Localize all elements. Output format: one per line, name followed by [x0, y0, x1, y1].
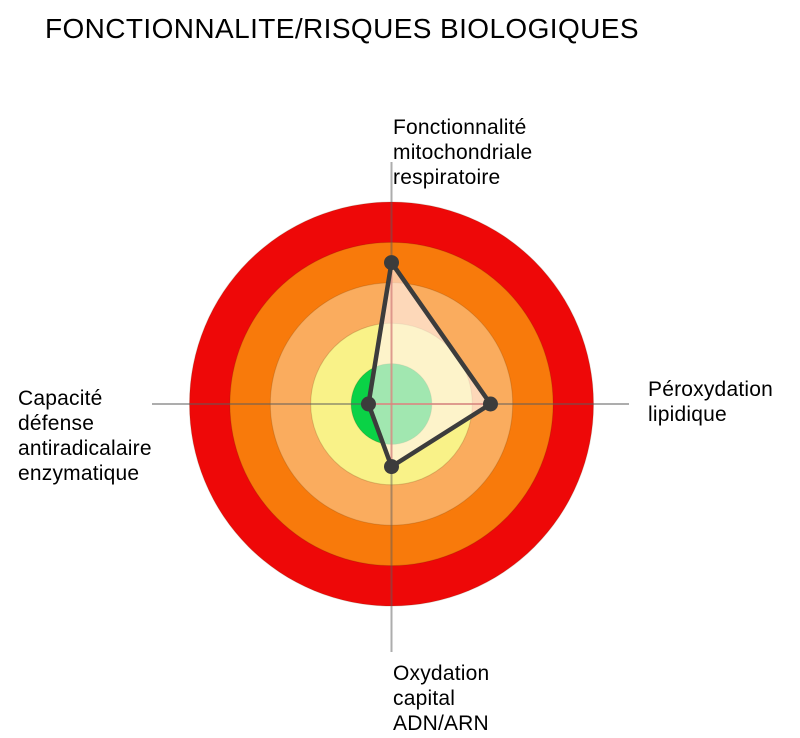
data-point-marker-3 [360, 396, 376, 412]
axis-label-dna-rna-oxidation: Oxydation capital ADN/ARN [393, 662, 490, 735]
axis-label-antiradical-defense: Capacité défense antiradicalaire enzymat… [18, 387, 152, 485]
axis-label-lipid-peroxidation: Péroxydation lipidique [648, 378, 773, 426]
data-point-marker-1 [482, 396, 498, 412]
data-polygon-fill [368, 262, 491, 467]
chart-title: FONCTIONNALITE/RISQUES BIOLOGIQUES [45, 13, 639, 44]
axis-label-mitochondrial-functionality: Fonctionnalité mitochondriale respiratoi… [393, 116, 533, 189]
data-point-marker-2 [384, 459, 399, 475]
data-point-marker-0 [384, 255, 399, 271]
